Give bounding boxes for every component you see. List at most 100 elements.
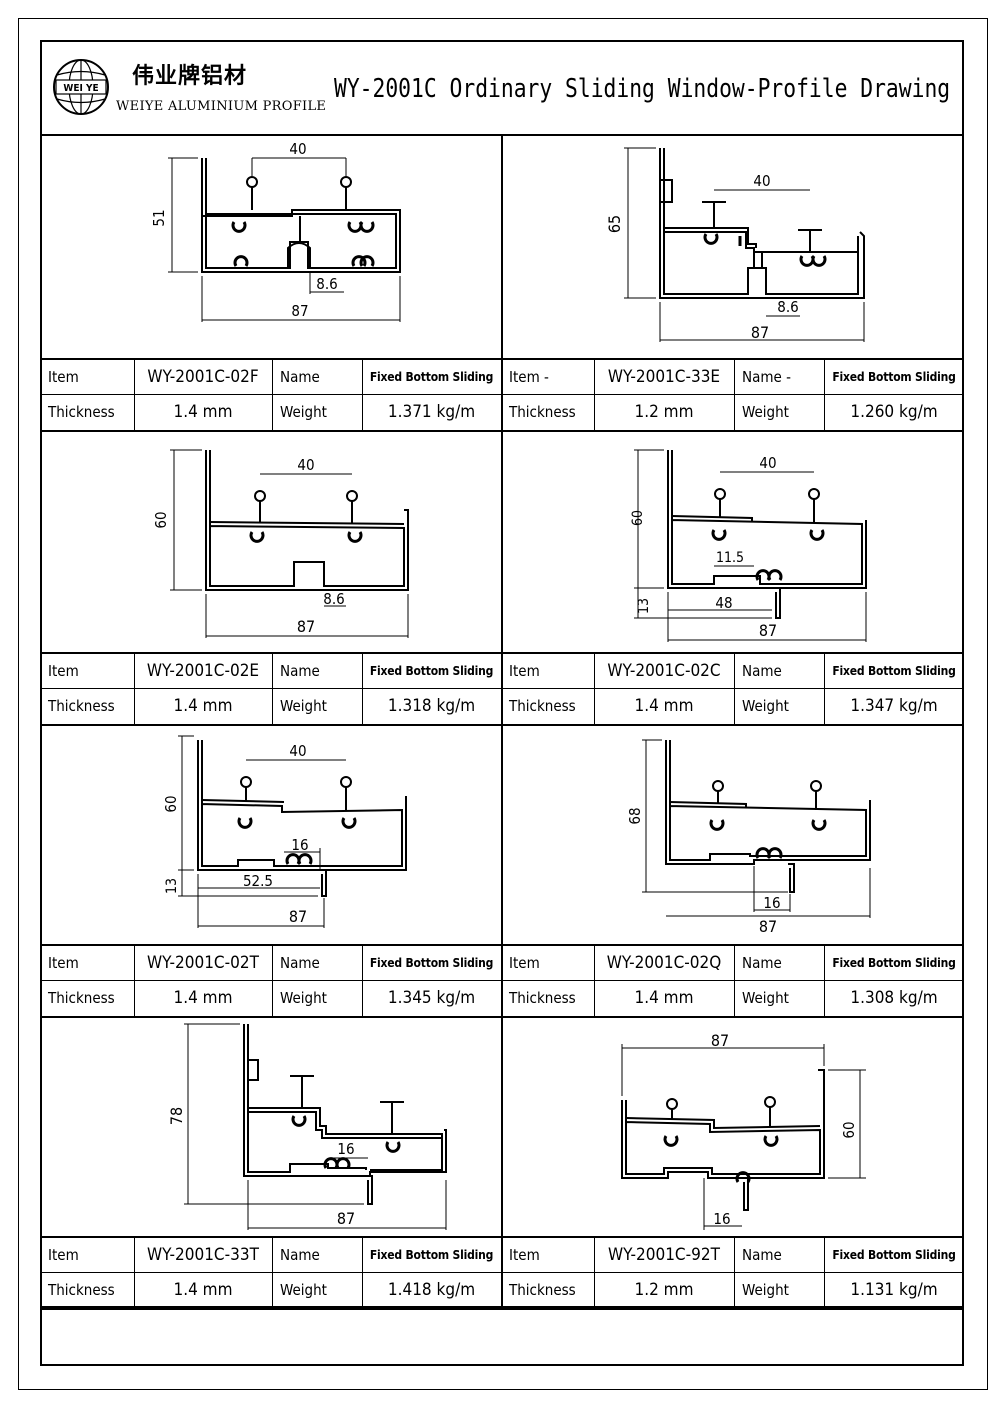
thickness-value: 1.4 mm — [173, 988, 233, 1008]
table-column-divider — [594, 654, 595, 724]
thickness-label: Thickness — [48, 403, 115, 421]
name-label: Name — [280, 662, 320, 680]
name-label: Name - — [742, 368, 791, 386]
table-column-divider — [272, 360, 273, 430]
dim-label: 87 — [751, 323, 769, 342]
table-column-divider — [594, 360, 595, 430]
profile-drawing-92t: 87 60 16 — [621, 1031, 866, 1230]
dim-label: 87 — [711, 1031, 729, 1050]
dim-label: 40 — [759, 454, 776, 472]
profile-name: Fixed Bottom Sliding — [369, 1248, 494, 1262]
weight-label: Weight — [280, 989, 327, 1007]
thickness-value: 1.2 mm — [634, 402, 694, 422]
name-label: Name — [280, 368, 320, 386]
section-divider — [40, 358, 964, 360]
title-block — [40, 40, 964, 136]
weight-value: 1.308 kg/m — [850, 988, 938, 1008]
footer-divider — [40, 1306, 964, 1308]
section-divider — [40, 944, 964, 946]
item-label: Item — [48, 368, 79, 386]
dim-label: 87 — [291, 302, 308, 320]
thickness-label: Thickness — [509, 697, 576, 715]
table-column-divider — [272, 654, 273, 724]
item-code: WY-2001C-02Q — [606, 953, 722, 973]
dim-label: 51 — [150, 209, 168, 226]
profile-name: Fixed Bottom Sliding — [369, 664, 494, 678]
column-divider — [501, 136, 503, 1308]
weight-value: 1.318 kg/m — [387, 696, 476, 716]
table-row-divider — [40, 394, 964, 395]
weight-value: 1.260 kg/m — [850, 402, 938, 422]
table-bottom-line — [40, 430, 964, 432]
weight-label: Weight — [742, 697, 789, 715]
table-row-divider — [40, 1272, 964, 1273]
weight-label: Weight — [280, 1281, 327, 1299]
profile-drawing-02e: 40 60 8.6 87 — [152, 449, 409, 638]
weiye-logo: WEI YE — [53, 59, 109, 115]
dim-label: 40 — [289, 140, 306, 158]
name-label: Name — [742, 662, 782, 680]
dim-label: 13 — [164, 878, 180, 894]
weight-value: 1.345 kg/m — [387, 988, 476, 1008]
profile-name: Fixed Bottom Sliding — [369, 370, 494, 384]
dim-label: 60 — [152, 511, 170, 528]
dim-label: 87 — [337, 1209, 355, 1228]
thickness-value: 1.4 mm — [634, 696, 694, 716]
dim-label: 8.6 — [316, 275, 337, 293]
dim-label: 40 — [297, 456, 314, 474]
table-column-divider — [734, 1238, 735, 1308]
name-label: Name — [280, 954, 320, 972]
dim-label: 87 — [297, 617, 315, 636]
table-column-divider — [134, 360, 135, 430]
dim-label: 60 — [162, 795, 180, 812]
table-bottom-line — [40, 724, 964, 726]
section-divider — [40, 1236, 964, 1238]
profile-drawing-02t: 40 60 16 13 52.5 87 — [162, 735, 407, 928]
profile-name: Fixed Bottom Sliding — [832, 956, 956, 970]
name-label: Name — [742, 1246, 782, 1264]
thickness-value: 1.2 mm — [634, 1280, 694, 1300]
table-row-divider — [40, 688, 964, 689]
dim-label: 78 — [167, 1107, 186, 1125]
name-label: Name — [280, 1246, 320, 1264]
thickness-label: Thickness — [48, 1281, 115, 1299]
table-column-divider — [824, 654, 825, 724]
item-label: Item — [509, 1246, 540, 1264]
weight-value: 1.371 kg/m — [387, 402, 476, 422]
table-column-divider — [272, 946, 273, 1016]
outer-border — [18, 18, 988, 1390]
table-column-divider — [824, 946, 825, 1016]
thickness-label: Thickness — [509, 403, 576, 421]
table-column-divider — [824, 360, 825, 430]
weight-value: 1.131 kg/m — [850, 1280, 938, 1300]
weight-label: Weight — [742, 1281, 789, 1299]
table-column-divider — [594, 1238, 595, 1308]
dim-label: 60 — [840, 1121, 858, 1138]
item-code: WY-2001C-02C — [607, 661, 721, 681]
item-code: WY-2001C-02F — [147, 367, 259, 387]
thickness-value: 1.4 mm — [173, 696, 233, 716]
dim-label: 16 — [763, 894, 780, 912]
item-code: WY-2001C-33T — [147, 1245, 259, 1265]
dim-label: 60 — [630, 510, 646, 526]
table-column-divider — [734, 946, 735, 1016]
dim-label: 11.5 — [716, 550, 744, 566]
document-title: WY-2001C Ordinary Sliding Window-Profile… — [334, 74, 951, 104]
weight-label: Weight — [280, 697, 327, 715]
profile-drawing-02c: 40 60 11.5 13 48 87 — [630, 449, 867, 642]
item-label: Item — [509, 954, 540, 972]
logo-text: WEI YE — [63, 83, 98, 94]
weight-label: Weight — [742, 989, 789, 1007]
table-column-divider — [272, 1238, 273, 1308]
dim-label: 48 — [715, 594, 732, 612]
item-label: Item - — [509, 368, 549, 386]
table-column-divider — [362, 360, 363, 430]
profile-drawing-33t: 78 16 87 — [167, 1023, 447, 1230]
table-column-divider — [362, 654, 363, 724]
item-code: WY-2001C-33E — [607, 367, 721, 387]
dim-label: 16 — [291, 836, 308, 854]
weight-label: Weight — [742, 403, 789, 421]
item-code: WY-2001C-02E — [146, 661, 260, 681]
dim-label: 87 — [759, 621, 777, 640]
table-bottom-line — [40, 1308, 964, 1310]
